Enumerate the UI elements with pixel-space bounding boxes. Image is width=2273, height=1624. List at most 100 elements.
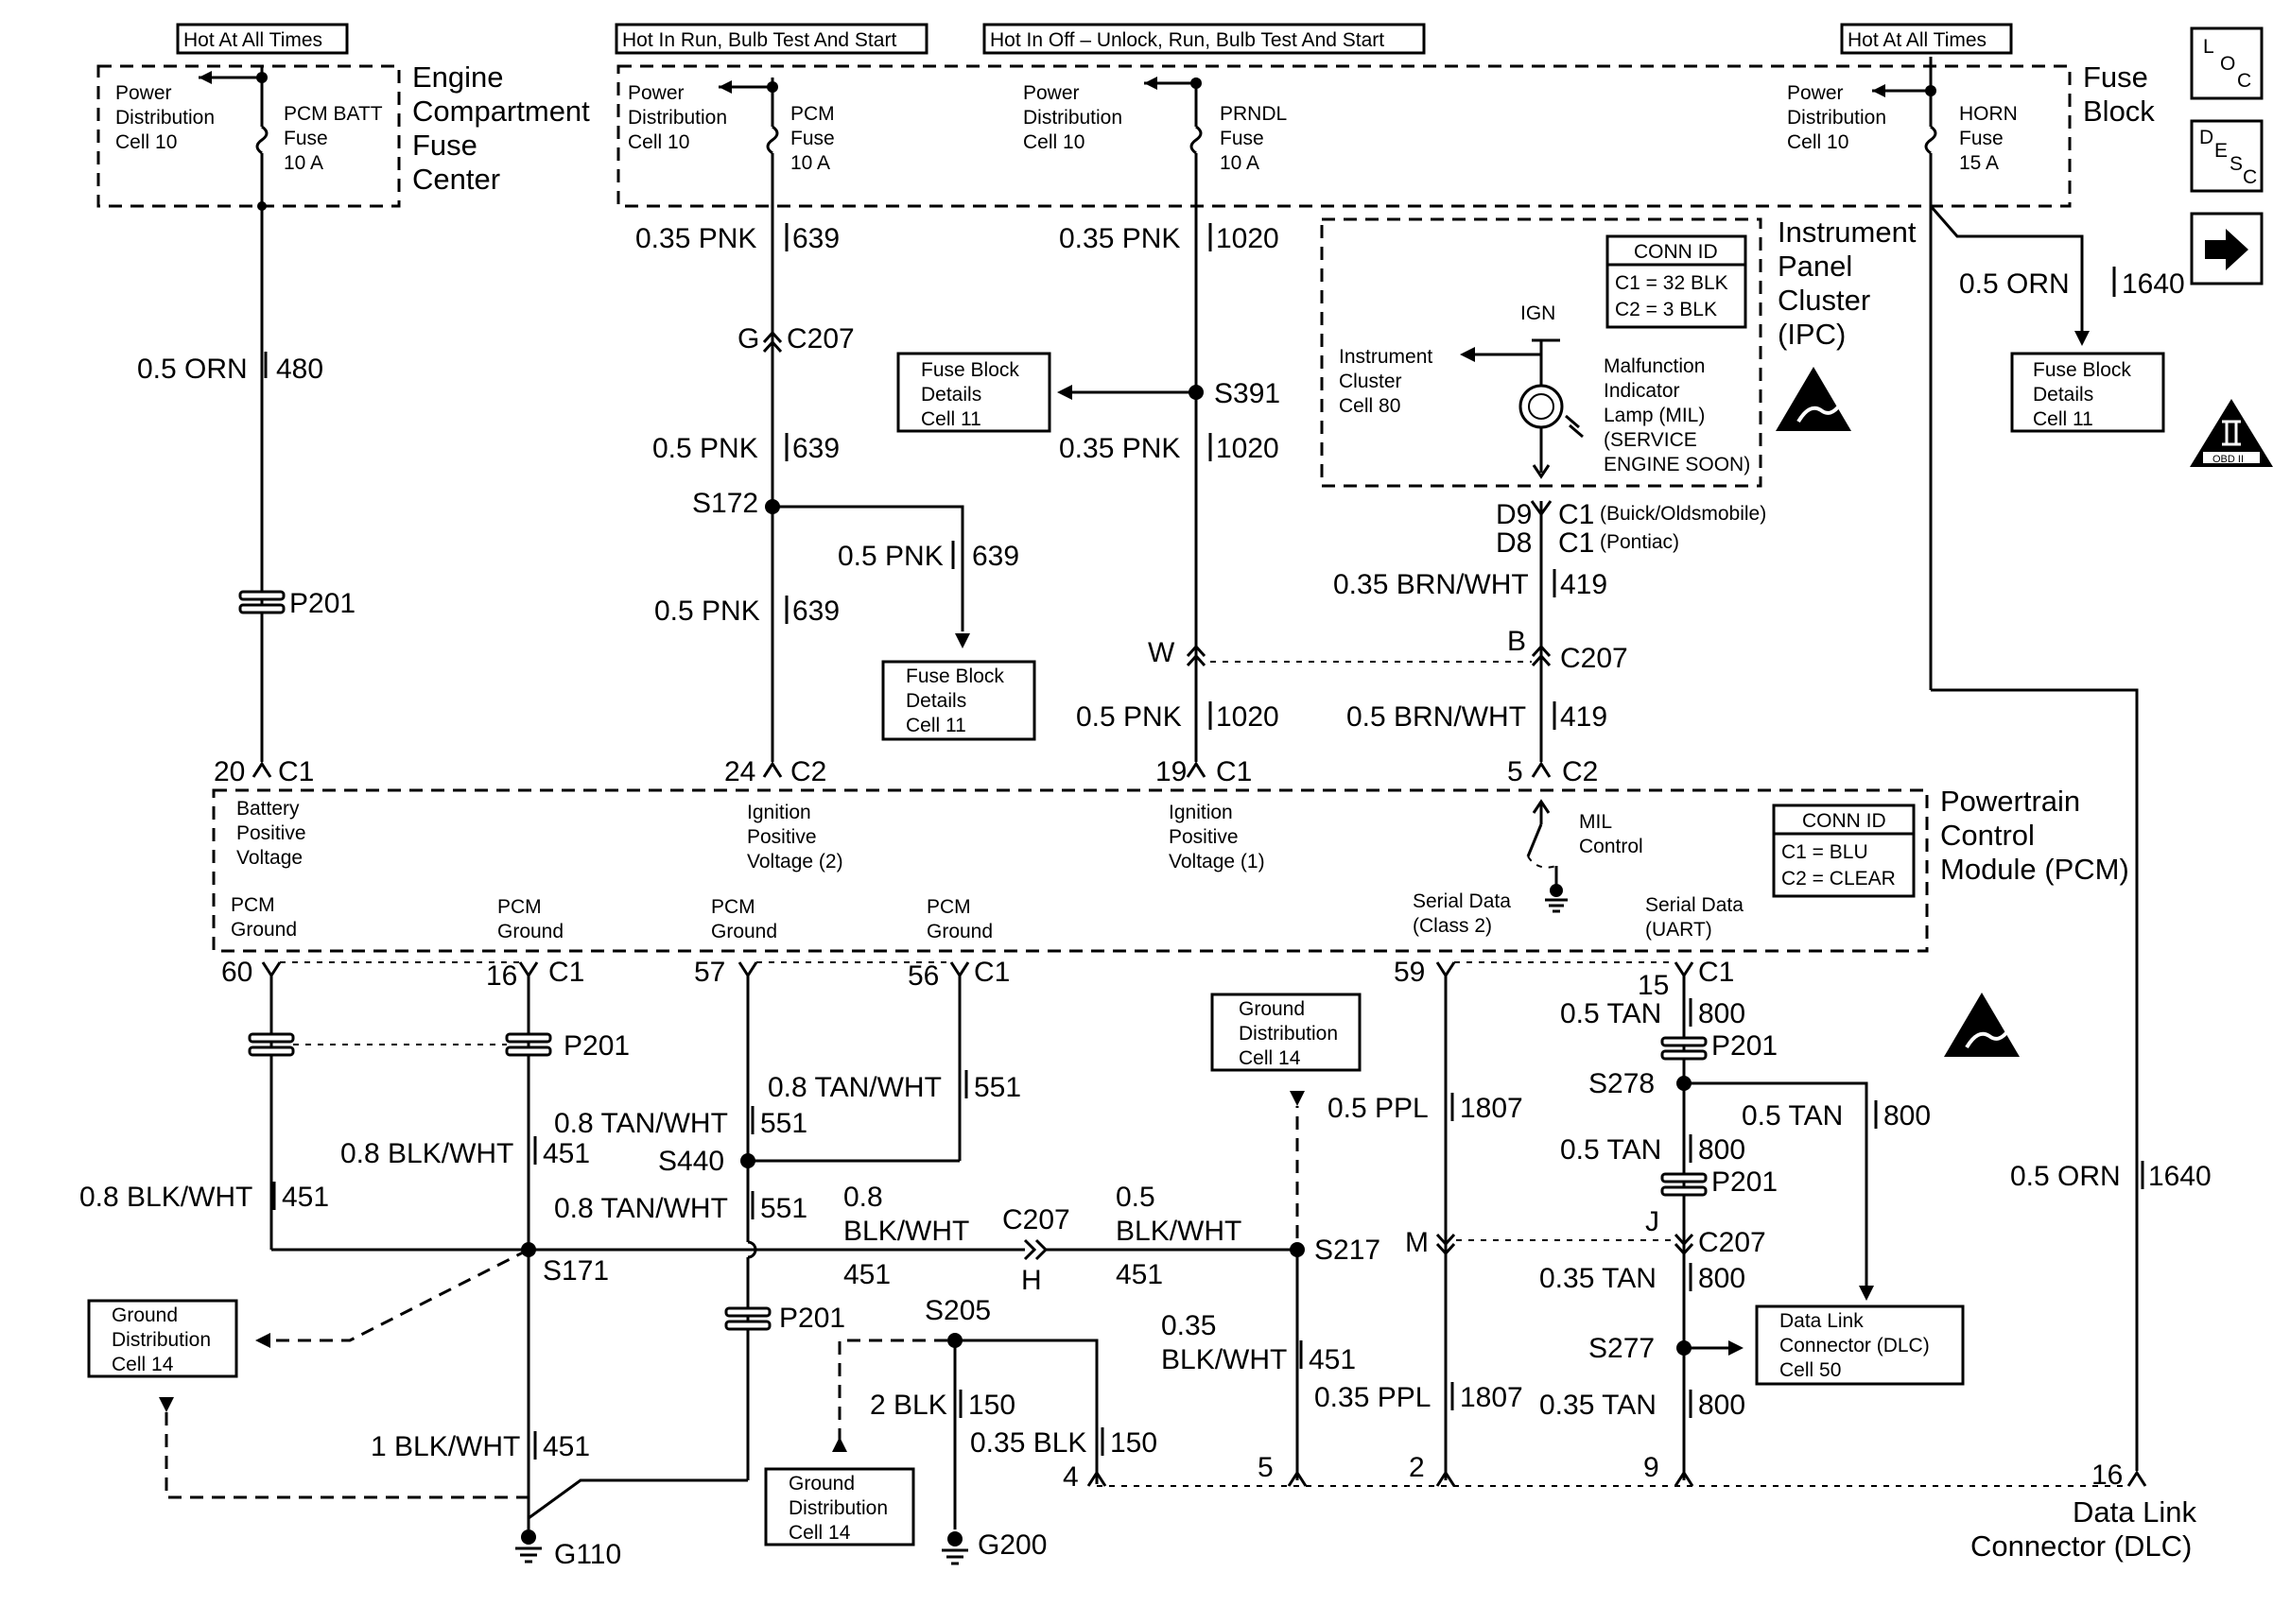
- fuse-block-details-ref[interactable]: Fuse Block Details Cell 11: [881, 660, 1036, 741]
- svg-text:639: 639: [972, 541, 1019, 572]
- svg-text:S391: S391: [1214, 378, 1280, 409]
- header-box: [615, 23, 928, 55]
- data-link-connector: 4 5 2 9 Data Link Connector (DLC): [1063, 1452, 2196, 1563]
- svg-text:PCM: PCM: [790, 103, 835, 125]
- svg-text:C2: C2: [1562, 756, 1598, 787]
- svg-text:E: E: [2214, 140, 2228, 162]
- svg-text:(Pontiac): (Pontiac): [1600, 531, 1679, 553]
- ground-distribution-ref[interactable]: Ground Distribution Cell 14: [87, 1299, 238, 1378]
- svg-text:Indicator: Indicator: [1604, 380, 1680, 402]
- desc-nav-button[interactable]: D E S C: [2190, 119, 2264, 193]
- svg-text:Positive: Positive: [747, 826, 817, 848]
- svg-text:0.35: 0.35: [1161, 1310, 1216, 1341]
- svg-text:Distribution: Distribution: [1023, 107, 1122, 129]
- svg-text:451: 451: [543, 1138, 590, 1169]
- fuse-prndl: Power Distribution Cell 10 PRNDL Fuse 10…: [1023, 77, 1287, 206]
- svg-text:0.35 PNK: 0.35 PNK: [1059, 433, 1180, 464]
- wire-150: S205 2 BLK 150 0.35 BLK 150 G200: [832, 1295, 1157, 1565]
- ground-distribution-ref[interactable]: Ground Distribution Cell 14: [764, 1467, 915, 1546]
- svg-text:P201: P201: [779, 1303, 845, 1334]
- svg-text:Powertrain: Powertrain: [1940, 785, 2080, 818]
- svg-text:PCM BATT: PCM BATT: [284, 103, 383, 125]
- svg-text:2: 2: [1409, 1452, 1425, 1483]
- svg-text:800: 800: [1698, 1263, 1745, 1294]
- svg-text:0.35 TAN: 0.35 TAN: [1539, 1263, 1657, 1294]
- svg-text:0.35 TAN: 0.35 TAN: [1539, 1390, 1657, 1421]
- svg-text:Cell 10: Cell 10: [628, 131, 689, 153]
- loc-nav-button[interactable]: L O C: [2190, 26, 2264, 100]
- svg-text:Lamp (MIL): Lamp (MIL): [1604, 405, 1705, 426]
- svg-text:PRNDL: PRNDL: [1220, 103, 1287, 125]
- fuse-block-label: Fuse Block: [2083, 60, 2155, 128]
- wire-480: 0.5 ORN 480 P201 20 C1: [137, 206, 356, 787]
- svg-text:C207: C207: [787, 323, 855, 354]
- svg-text:PCM: PCM: [927, 896, 971, 918]
- svg-text:Ground: Ground: [927, 921, 993, 942]
- svg-text:C1: C1: [278, 756, 314, 787]
- svg-text:S277: S277: [1588, 1333, 1655, 1364]
- data-link-connector-ref[interactable]: Data Link Connector (DLC) Cell 50: [1755, 1304, 1965, 1386]
- svg-text:Distribution: Distribution: [789, 1497, 888, 1519]
- svg-text:Fuse Block: Fuse Block: [2033, 359, 2131, 381]
- svg-text:Ignition: Ignition: [1169, 802, 1233, 823]
- svg-text:P201: P201: [1711, 1166, 1778, 1198]
- svg-text:Ground: Ground: [497, 921, 564, 942]
- fuse-pcm-batt: Power Distribution Cell 10 PCM BATT Fuse…: [115, 66, 383, 211]
- svg-text:Engine: Engine: [412, 60, 504, 94]
- svg-text:P201: P201: [564, 1030, 630, 1062]
- svg-text:Cell 14: Cell 14: [112, 1354, 174, 1375]
- header-box: [982, 23, 1426, 55]
- svg-text:Distribution: Distribution: [1239, 1023, 1338, 1045]
- svg-text:451: 451: [1116, 1259, 1163, 1290]
- next-arrow-icon[interactable]: [2190, 212, 2264, 285]
- svg-text:1807: 1807: [1460, 1382, 1523, 1413]
- svg-text:4: 4: [1063, 1461, 1079, 1493]
- svg-text:0.5 TAN: 0.5 TAN: [1560, 998, 1661, 1029]
- ground-distribution-ref[interactable]: Ground Distribution Cell 14: [1210, 993, 1362, 1072]
- svg-text:800: 800: [1698, 998, 1745, 1029]
- svg-text:Ground: Ground: [112, 1304, 178, 1326]
- svg-text:Compartment: Compartment: [412, 95, 590, 128]
- svg-text:639: 639: [792, 223, 840, 254]
- esd-warning-icon: [1944, 993, 2020, 1057]
- svg-text:5: 5: [1258, 1452, 1274, 1483]
- svg-text:C1 = BLU: C1 = BLU: [1781, 841, 1868, 863]
- svg-text:PCM: PCM: [711, 896, 755, 918]
- svg-text:Fuse: Fuse: [790, 128, 835, 149]
- svg-text:Distribution: Distribution: [1787, 107, 1886, 129]
- svg-text:15 A: 15 A: [1959, 152, 1999, 174]
- svg-text:551: 551: [760, 1193, 807, 1224]
- svg-text:20: 20: [214, 756, 245, 787]
- svg-text:1020: 1020: [1216, 701, 1279, 733]
- svg-text:C2 = 3 BLK: C2 = 3 BLK: [1615, 299, 1717, 320]
- fuse-block-details-ref[interactable]: Fuse Block Details Cell 11: [896, 352, 1051, 433]
- svg-text:480: 480: [276, 354, 323, 385]
- svg-text:Cell 11: Cell 11: [906, 715, 966, 736]
- svg-text:0.8 TAN/WHT: 0.8 TAN/WHT: [554, 1108, 728, 1139]
- svg-text:1020: 1020: [1216, 433, 1279, 464]
- svg-text:C1: C1: [1216, 756, 1252, 787]
- svg-text:C207: C207: [1698, 1227, 1766, 1258]
- svg-text:Cell 11: Cell 11: [921, 408, 981, 430]
- svg-text:O: O: [2220, 53, 2235, 75]
- svg-text:Power: Power: [628, 82, 685, 104]
- svg-text:0.35 BRN/WHT: 0.35 BRN/WHT: [1333, 569, 1529, 600]
- svg-text:0.5 TAN: 0.5 TAN: [1742, 1100, 1843, 1132]
- svg-text:G200: G200: [978, 1529, 1047, 1561]
- svg-text:S278: S278: [1588, 1068, 1655, 1099]
- svg-text:0.5 PPL: 0.5 PPL: [1327, 1093, 1429, 1124]
- svg-text:Fuse: Fuse: [284, 128, 328, 149]
- svg-text:Control: Control: [1940, 819, 2035, 852]
- svg-text:C1: C1: [1558, 499, 1594, 530]
- ground-icon: [942, 1548, 968, 1565]
- svg-text:(Buick/Oldsmobile): (Buick/Oldsmobile): [1600, 503, 1766, 525]
- fuse-block-box: [616, 64, 2072, 208]
- svg-text:60: 60: [221, 957, 252, 988]
- svg-text:HORN: HORN: [1959, 103, 2018, 125]
- svg-text:451: 451: [1309, 1344, 1356, 1375]
- svg-text:Fuse Block: Fuse Block: [906, 665, 1004, 687]
- svg-text:Fuse: Fuse: [1220, 128, 1264, 149]
- fuse-block-details-ref[interactable]: Fuse Block Details Cell 11: [2010, 352, 2165, 433]
- svg-text:0.5 PNK: 0.5 PNK: [838, 541, 944, 572]
- svg-text:(IPC): (IPC): [1778, 318, 1846, 351]
